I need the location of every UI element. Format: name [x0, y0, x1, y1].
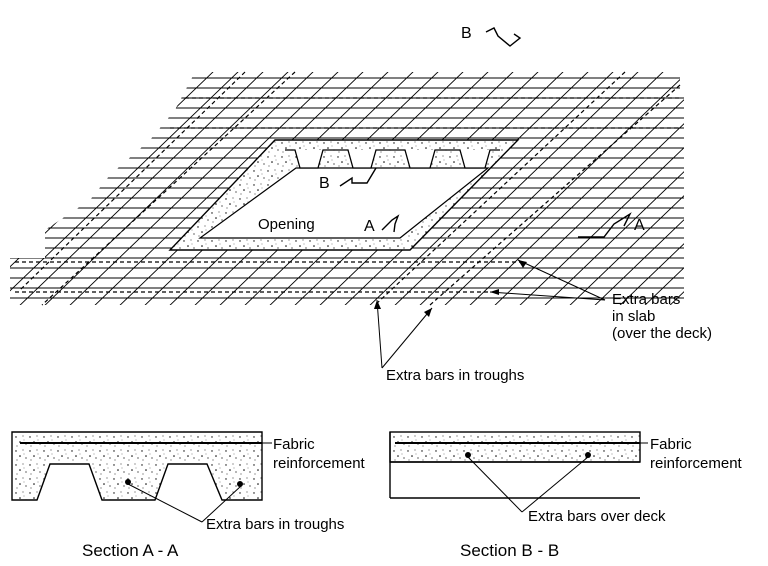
section-marker-a: A	[364, 214, 400, 235]
label-extra-bars-slab: Extra bars in slab (over the deck)	[612, 291, 712, 342]
svg-text:B: B	[319, 175, 330, 192]
mesh-bar-diagonal	[614, 72, 684, 305]
mesh-bar-diagonal	[14, 72, 266, 305]
section-a-concrete	[11, 431, 263, 501]
mesh-bar-diagonal	[10, 72, 216, 305]
leader-slab	[489, 259, 606, 301]
svg-text:in slab: in slab	[612, 308, 655, 325]
mesh-bar-diagonal	[715, 70, 768, 310]
mesh-bar-diagonal	[10, 72, 191, 305]
label-extra-bars-troughs: Extra bars in troughs	[386, 367, 524, 384]
mesh-bar-diagonal	[664, 72, 684, 305]
mesh-bar-diagonal	[489, 72, 684, 305]
mesh-bar-diagonal	[639, 72, 684, 305]
mesh-bar-diagonal	[514, 72, 684, 305]
section-marker-b-top: B	[461, 25, 522, 47]
mesh-bar-diagonal	[414, 72, 666, 305]
section-a-troughs-label: Extra bars in troughs	[206, 516, 344, 533]
svg-text:B: B	[461, 25, 472, 42]
extra-bar-trough-2	[19, 71, 246, 291]
section-a-title: Section A - A	[82, 541, 179, 560]
section-a: Fabric reinforcement Extra bars in troug…	[11, 431, 366, 560]
section-b-title: Section B - B	[460, 541, 559, 560]
section-a-leaders	[127, 483, 242, 523]
opening: Opening	[168, 139, 520, 251]
section-b-fabric-label-1: Fabric	[650, 436, 692, 453]
opening-label: Opening	[258, 216, 315, 233]
extra-bar-trough-3	[374, 71, 626, 306]
section-b: Fabric reinforcement Extra bars over dec…	[389, 431, 743, 560]
mesh-bar-diagonal	[389, 72, 641, 305]
mesh-bar-diagonal	[539, 72, 684, 305]
mesh-bar-diagonal	[439, 72, 684, 305]
section-a-bar-2	[237, 481, 243, 487]
svg-text:Extra bars: Extra bars	[612, 291, 680, 308]
section-a-fabric-label-2: reinforcement	[273, 455, 366, 472]
section-a-bar-1	[125, 479, 131, 485]
mesh-bar-diagonal	[690, 70, 768, 310]
deck-profile	[285, 149, 500, 169]
svg-text:(over the deck): (over the deck)	[612, 325, 712, 342]
mesh-bar-diagonal	[364, 72, 616, 305]
leader-troughs	[374, 299, 433, 369]
section-b-fabric-label-2: reinforcement	[650, 455, 743, 472]
plan-view: Opening B B A A Extra bars in slab	[10, 25, 768, 384]
extra-bar-trough-1	[41, 71, 296, 306]
mesh-bar-diagonal	[589, 72, 684, 305]
mesh-bar-diagonal	[39, 72, 291, 305]
section-b-overdeck-label: Extra bars over deck	[528, 508, 666, 525]
section-b-bar-1	[465, 452, 471, 458]
svg-text:A: A	[364, 218, 375, 235]
mesh-bar-diagonal	[10, 72, 241, 305]
mesh-bar-diagonal	[89, 72, 341, 305]
mesh-bar-diagonal	[564, 72, 684, 305]
section-marker-b: B	[319, 167, 377, 192]
mesh-bar-diagonal	[64, 72, 316, 305]
svg-text:A: A	[634, 217, 645, 234]
section-b-concrete	[389, 431, 641, 463]
mesh-bar-diagonal	[464, 72, 684, 305]
section-marker-a-far: A	[578, 212, 645, 238]
mesh-bar-diagonal	[740, 70, 768, 310]
section-b-bar-2	[585, 452, 591, 458]
section-b-leaders	[467, 456, 589, 513]
section-a-fabric-label-1: Fabric	[273, 436, 315, 453]
